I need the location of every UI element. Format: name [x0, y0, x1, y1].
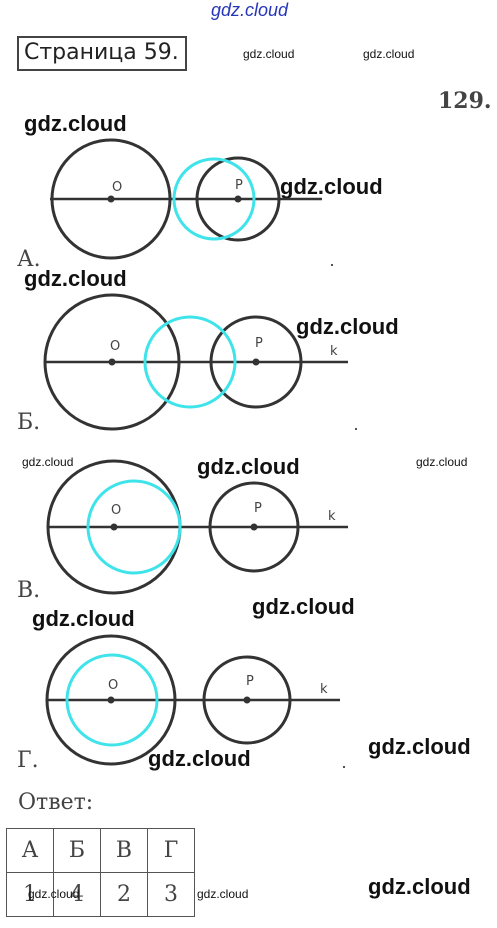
dot-mark: [331, 264, 333, 266]
figure-a: O P: [50, 138, 322, 260]
figure-letter: В.: [17, 578, 41, 603]
figure-v: O P k: [46, 459, 348, 595]
watermark: gdz.cloud: [211, 0, 289, 20]
table-row: 1 4 2 3: [6, 872, 195, 917]
answer-table: А Б В Г 1 4 2 3: [6, 828, 195, 917]
dot-mark: [355, 428, 357, 430]
figure-letter: Б.: [17, 410, 41, 435]
watermark: gdz.cloud: [32, 606, 135, 631]
figure-b: O P k: [43, 293, 348, 431]
watermark: gdz.cloud: [28, 887, 80, 901]
point-label: P: [246, 674, 254, 689]
table-cell: 3: [147, 872, 195, 917]
watermark: gdz.cloud: [296, 314, 399, 339]
center-label: O: [111, 503, 121, 518]
line-label: k: [320, 682, 328, 697]
watermark: gdz.cloud: [243, 47, 295, 61]
watermark: gdz.cloud: [363, 47, 415, 61]
table-header-cell: Б: [53, 828, 101, 873]
table-row: А Б В Г: [6, 828, 195, 873]
table-header-cell: В: [100, 828, 148, 873]
page-title: Страница 59.: [24, 40, 179, 65]
figure-g: O P k: [45, 634, 340, 766]
watermark: gdz.cloud: [148, 746, 251, 771]
watermark: gdz.cloud: [22, 455, 74, 469]
table-header-cell: Г: [147, 828, 195, 873]
watermark: gdz.cloud: [197, 454, 300, 479]
table-cell: 2: [100, 872, 148, 917]
point-label: P: [235, 178, 243, 193]
watermark: gdz.cloud: [368, 734, 471, 759]
dot-mark: [343, 766, 345, 768]
watermark: gdz.cloud: [252, 594, 355, 619]
point-label: P: [255, 336, 263, 351]
line-label: k: [328, 509, 336, 524]
answer-label: Ответ:: [18, 790, 94, 815]
center-label: O: [110, 339, 120, 354]
table-cell: 4: [53, 872, 101, 917]
task-number: 129.: [438, 88, 492, 114]
line-label: k: [330, 344, 338, 359]
page-title-frame: [17, 36, 187, 71]
watermark: gdz.cloud: [368, 874, 471, 899]
figure-letter: А.: [17, 247, 41, 272]
table-header-cell: А: [6, 828, 54, 873]
center-label: O: [108, 678, 118, 693]
point-label: P: [254, 501, 262, 516]
center-label: O: [112, 180, 122, 195]
watermark: gdz.cloud: [24, 111, 127, 136]
figure-letter: Г.: [17, 748, 39, 773]
table-cell: 1: [6, 872, 54, 917]
watermark: gdz.cloud: [24, 266, 127, 291]
watermark: gdz.cloud: [416, 455, 468, 469]
watermark: gdz.cloud: [280, 174, 383, 199]
watermark: gdz.cloud: [197, 887, 249, 901]
